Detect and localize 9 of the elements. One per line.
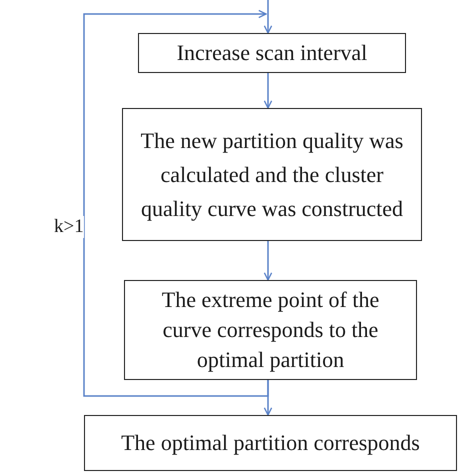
process-box: The extreme point of the curve corresponds to the optimal partition bbox=[124, 280, 417, 380]
process-box: The optimal partition corresponds bbox=[84, 415, 457, 471]
arrow bbox=[264, 73, 272, 109]
arrow bbox=[83, 10, 269, 397]
arrow bbox=[264, 0, 272, 34]
process-box: Increase scan interval bbox=[138, 33, 406, 73]
process-box: The new partition quality was calculated and the cluster quality curve was constructed bbox=[122, 108, 422, 241]
arrow bbox=[264, 241, 272, 281]
edge-label: k>1 bbox=[54, 216, 84, 238]
